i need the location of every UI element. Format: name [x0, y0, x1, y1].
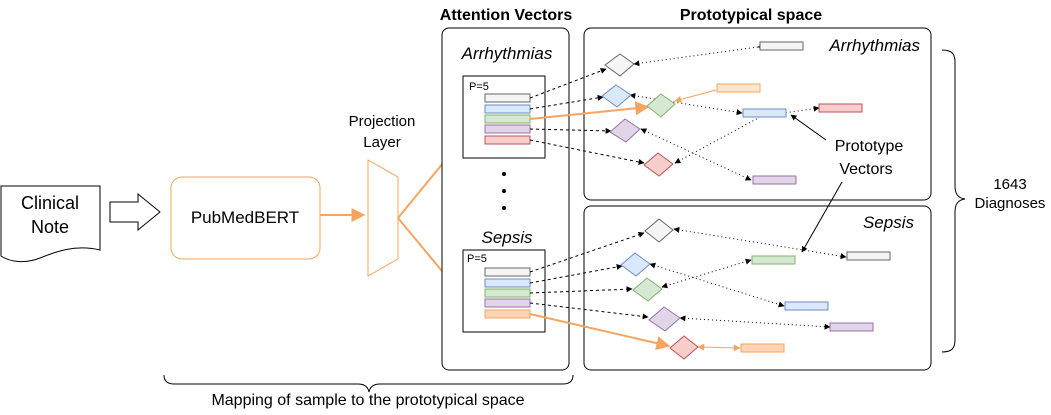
prototype-vector: [751, 255, 796, 265]
pubmedbert-label: PubMedBERT: [191, 208, 299, 227]
diagnoses-label: Diagnoses: [975, 195, 1046, 212]
embedding-diamond: [632, 277, 663, 302]
callout-arrow-up: [790, 114, 827, 141]
pubmedbert-node: PubMedBERT: [170, 176, 321, 260]
attention-vector: [484, 309, 531, 319]
attention-vector: [484, 114, 531, 124]
embedding-diamond: [648, 306, 681, 332]
prototype-vector: [818, 103, 863, 113]
attention-vector: [484, 135, 531, 145]
prototypical-panel-arrhythmias-label: Arrhythmias: [828, 36, 920, 55]
attention-group-arrhythmias-p: P=5: [469, 81, 489, 93]
prototype-vector: [716, 83, 761, 93]
clinical-note-node: Clinical Note: [0, 185, 101, 263]
attention-vector: [484, 267, 531, 277]
sepsis-peach-orange-link: [529, 313, 671, 350]
attention-vector: [484, 104, 531, 114]
attention-group-arrhythmias-label: Arrhythmias: [461, 44, 553, 63]
attention-vector: [484, 298, 531, 308]
sepsis-red-to-peach-link: [697, 343, 741, 352]
block-arrow-icon: [109, 192, 161, 232]
diagnoses-brace: [941, 49, 966, 353]
attention-vector: [484, 124, 531, 134]
arrhythmias-dashed-links: [529, 68, 645, 165]
arrhythmias-green-to-yellow-link: [674, 89, 717, 103]
embedding-diamond: [669, 335, 699, 360]
prototype-vector: [784, 301, 829, 311]
ellipsis-dots: [502, 172, 506, 210]
diagnoses-count: 1643: [993, 176, 1026, 193]
embedding-diamond: [643, 152, 674, 177]
prototypical-panel-sepsis-label: Sepsis: [863, 213, 915, 232]
arrhythmias-green-orange-link: [529, 101, 650, 120]
embedding-diamond: [620, 252, 651, 277]
arrhythmias-prototype-links: [629, 43, 820, 181]
projection-label-2: Layer: [363, 134, 401, 151]
prototype-vector: [740, 343, 785, 353]
attention-vector: [484, 278, 531, 288]
prototype-vector: [829, 322, 874, 332]
callout-arrow-down: [801, 181, 843, 253]
attention-group-sepsis-p: P=5: [467, 253, 487, 265]
embedding-diamond: [646, 93, 676, 118]
projection-layer-node: Projection Layer: [349, 113, 416, 277]
prototype-vectors-callout-2: Vectors: [839, 161, 892, 178]
attention-vector: [484, 93, 531, 103]
attention-vector: [484, 288, 531, 298]
embedding-diamond: [601, 84, 632, 108]
embedding-diamond: [604, 53, 635, 77]
prototypical-title: Prototypical space: [680, 7, 822, 24]
embedding-diamond: [644, 218, 674, 243]
mapping-brace: [163, 374, 574, 393]
clinical-note-label-1: Clinical: [21, 193, 79, 213]
embedding-diamond: [609, 118, 641, 143]
attention-group-sepsis-label: Sepsis: [481, 228, 533, 247]
sepsis-dashed-links: [529, 231, 649, 320]
prototype-vector: [742, 108, 787, 118]
prototype-vector: [752, 175, 797, 185]
prototype-vectors-callout-1: Prototype: [835, 138, 904, 155]
mapping-label: Mapping of sample to the prototypical sp…: [211, 392, 524, 409]
prototype-vector: [759, 41, 804, 51]
projection-label-1: Projection: [349, 113, 416, 130]
attention-title: Attention Vectors: [440, 7, 573, 24]
prototype-vector: [846, 251, 891, 261]
clinical-note-label-2: Note: [31, 217, 69, 237]
